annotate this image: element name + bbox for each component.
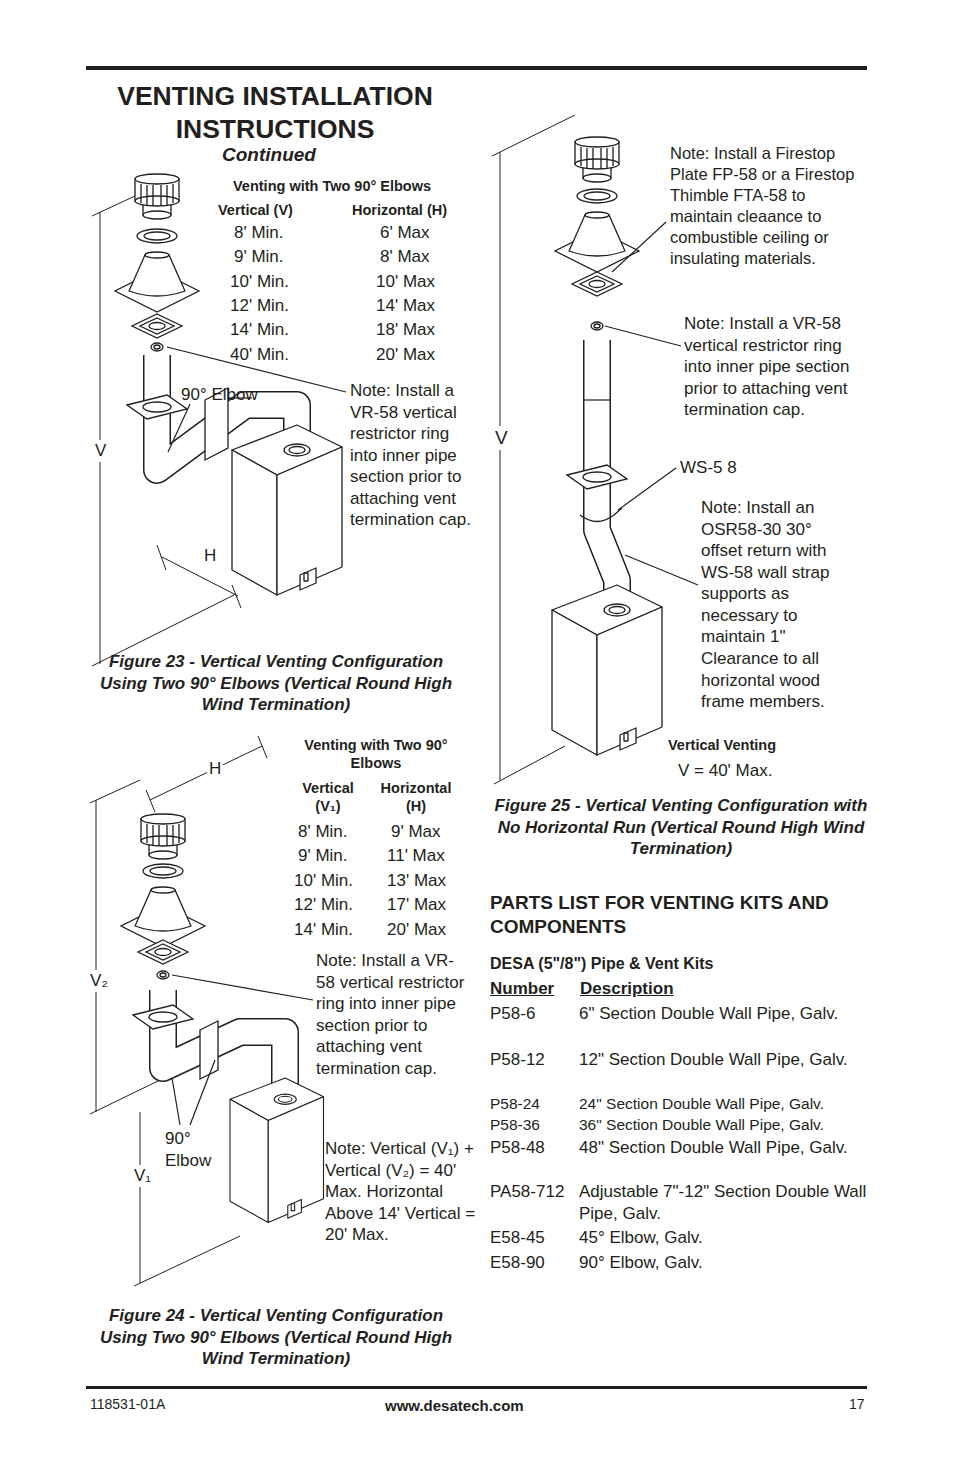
label-text: Note: Install an OSR58-30 30° offset ret… bbox=[701, 497, 851, 713]
label-text: 10' Min. bbox=[294, 870, 353, 892]
label-text: V bbox=[493, 426, 510, 450]
label-text: 17 bbox=[849, 1396, 865, 1414]
label-text: H bbox=[202, 545, 218, 567]
label-text: 40' Min. bbox=[230, 344, 289, 366]
label-text: DESA (5"/8") Pipe & Vent Kits bbox=[490, 954, 714, 974]
label-text: 13' Max bbox=[387, 870, 446, 892]
label-text: 36" Section Double Wall Pipe, Galv. bbox=[579, 1115, 824, 1135]
label-text: 12' Min. bbox=[230, 295, 289, 317]
label-text: Vertical Venting bbox=[668, 736, 776, 754]
label-text: 12' Min. bbox=[294, 894, 353, 916]
label-text: P58-12 bbox=[490, 1049, 545, 1071]
label-text: Figure 25 - Vertical Venting Configurati… bbox=[493, 795, 869, 860]
label-text: Figure 24 - Vertical Venting Configurati… bbox=[86, 1305, 466, 1370]
label-text: 45° Elbow, Galv. bbox=[579, 1227, 703, 1249]
label-text: 8' Max bbox=[380, 246, 430, 268]
label-text: 6' Max bbox=[380, 222, 430, 244]
label-text: V₂ bbox=[88, 970, 110, 992]
page-title: VENTING INSTALLATION INSTRUCTIONS bbox=[82, 80, 468, 146]
label-text: Venting with Two 90° Elbows bbox=[286, 736, 466, 773]
label-text: P58-48 bbox=[490, 1137, 545, 1159]
label-text: P58-6 bbox=[490, 1003, 535, 1025]
label-text: Adjustable 7"-12" Section Double Wall Pi… bbox=[579, 1181, 867, 1224]
label-text: 20' Max bbox=[387, 919, 446, 941]
label-text: 24" Section Double Wall Pipe, Galv. bbox=[579, 1094, 824, 1114]
label-text: V bbox=[93, 440, 108, 462]
label-text: www.desatech.com bbox=[385, 1396, 524, 1415]
label-text: Note: Install a Firestop Plate FP-58 or … bbox=[670, 143, 870, 269]
label-text: PA58-712 bbox=[490, 1181, 564, 1203]
label-text: 18' Max bbox=[376, 319, 435, 341]
label-text: 118531-01A bbox=[90, 1396, 165, 1414]
label-text: Figure 23 - Vertical Venting Configurati… bbox=[86, 651, 466, 716]
label-text: 8' Min. bbox=[298, 821, 348, 843]
label-text: P58-24 bbox=[490, 1094, 540, 1114]
label-text: Vertical (V) bbox=[218, 201, 293, 219]
label-text: 10' Min. bbox=[230, 271, 289, 293]
label-text: 10' Max bbox=[376, 271, 435, 293]
label-text: Venting with Two 90° Elbows bbox=[233, 177, 431, 195]
label-text: Vertical (V₁) bbox=[290, 779, 366, 816]
label-text: Continued bbox=[222, 143, 316, 167]
label-text: 14' Min. bbox=[230, 319, 289, 341]
label-text: Note: Vertical (V₁) + Vertical (V₂) = 40… bbox=[325, 1138, 481, 1246]
label-text: Note: Install a VR-58 vertical restricto… bbox=[350, 380, 480, 531]
label-text: 9' Min. bbox=[234, 246, 284, 268]
label-text: 17' Max bbox=[387, 894, 446, 916]
label-text: 14' Max bbox=[376, 295, 435, 317]
label-text: P58-36 bbox=[490, 1115, 540, 1135]
label-text: 6" Section Double Wall Pipe, Galv. bbox=[579, 1003, 867, 1025]
label-text: Horizontal (H) bbox=[352, 201, 447, 219]
label-text: H bbox=[207, 758, 223, 780]
label-text: Horizontal (H) bbox=[376, 779, 456, 816]
label-text: Note: Install a VR-58 vertical restricto… bbox=[684, 313, 870, 421]
label-text: PARTS LIST FOR VENTING KITS AND COMPONEN… bbox=[490, 891, 860, 939]
label-text: 9' Max bbox=[391, 821, 441, 843]
label-text: 90° Elbow bbox=[165, 1128, 227, 1171]
label-text: E58-90 bbox=[490, 1252, 545, 1274]
label-text: 14' Min. bbox=[294, 919, 353, 941]
label-text: 90° Elbow, Galv. bbox=[579, 1252, 703, 1274]
label-text: 20' Max bbox=[376, 344, 435, 366]
label-text: Note: Install a VR-58 vertical restricto… bbox=[316, 950, 468, 1079]
label-text: 90° Elbow bbox=[181, 384, 258, 406]
label-text: E58-45 bbox=[490, 1227, 545, 1249]
label-text: 12" Section Double Wall Pipe, Galv. bbox=[579, 1049, 867, 1071]
label-text: 11' Max bbox=[387, 845, 445, 867]
label-text: 9' Min. bbox=[298, 845, 348, 867]
label-text: Number bbox=[490, 978, 554, 1000]
label-text: Description bbox=[580, 978, 674, 1000]
label-text: V = 40' Max. bbox=[678, 760, 772, 782]
label-text: 48" Section Double Wall Pipe, Galv. bbox=[579, 1137, 867, 1159]
label-text: 8' Min. bbox=[234, 222, 284, 244]
label-text: WS-5 8 bbox=[680, 457, 737, 479]
label-text: V₁ bbox=[132, 1165, 153, 1187]
